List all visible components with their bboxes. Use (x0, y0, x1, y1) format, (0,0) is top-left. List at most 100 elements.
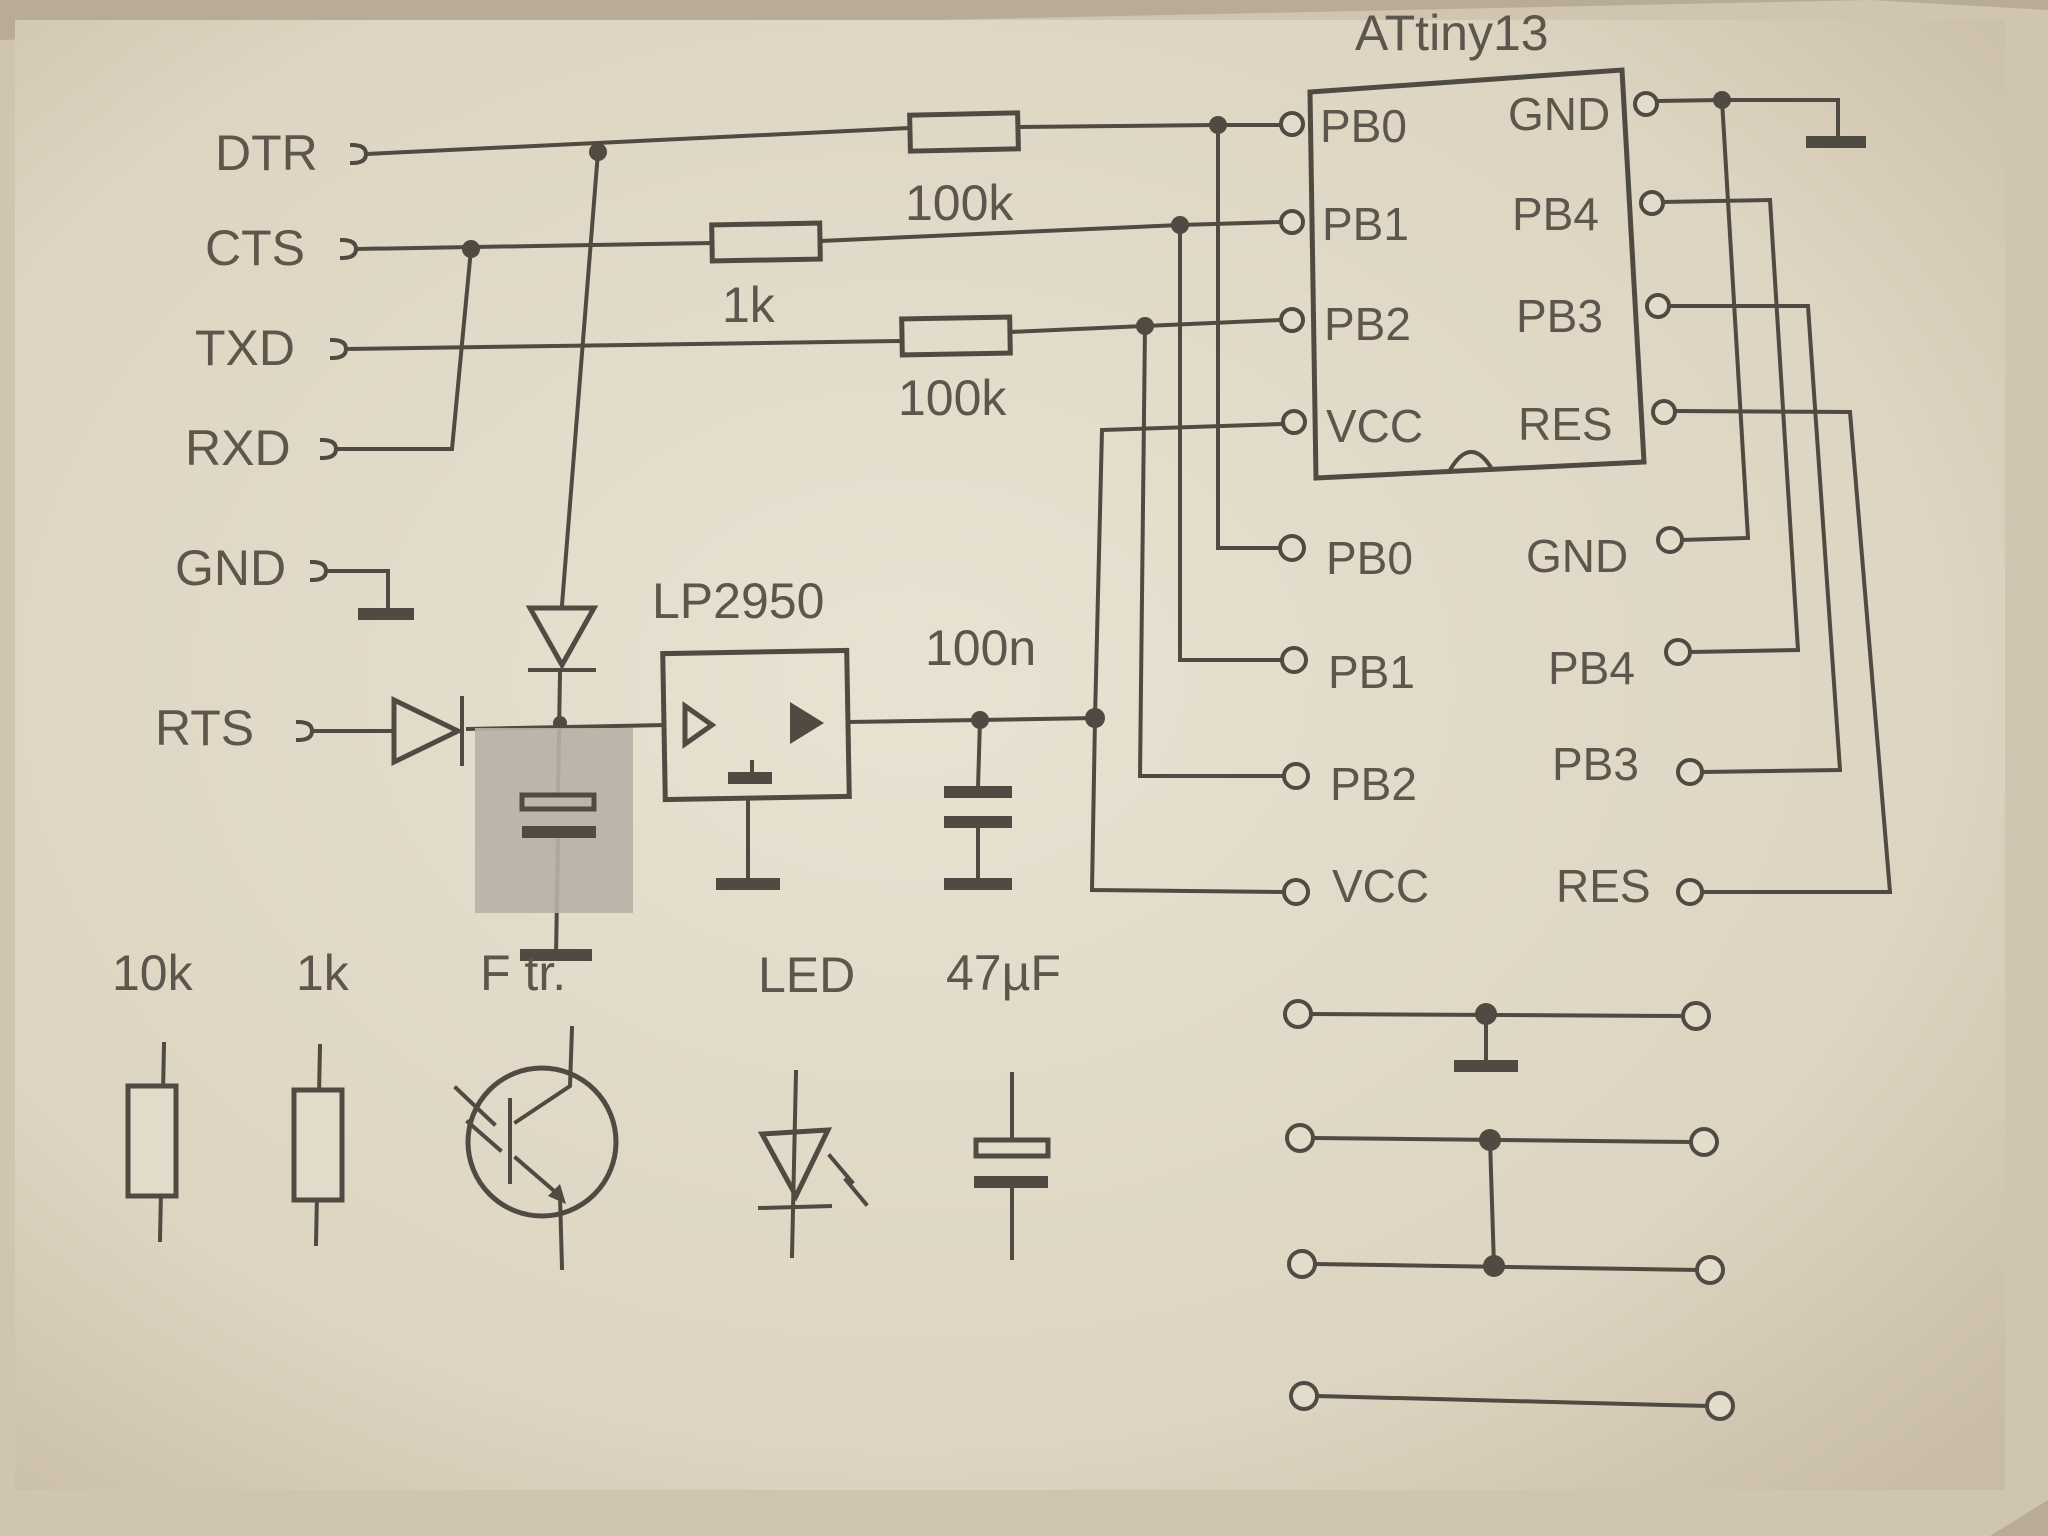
header-pin-pb1 (1280, 646, 1308, 674)
legend-1k-label: 1k (296, 945, 350, 1001)
header-label-pb3: PB3 (1552, 738, 1639, 790)
regulator-out-arrow (790, 702, 824, 744)
header-label-pb1: PB1 (1328, 646, 1415, 698)
header-connector: PB0 PB1 PB2 VCC GND PB4 PB3 RES (1278, 526, 1704, 912)
chip-pin-pb3 (1645, 293, 1671, 319)
junction (462, 240, 480, 258)
phototr-circle (465, 1065, 619, 1219)
txd-label: TXD (195, 320, 295, 376)
phototr-collector (513, 1025, 575, 1125)
legend-10k-label: 10k (112, 945, 194, 1001)
diode-rts (391, 696, 464, 766)
serial-labels: DTR CTS TXD RXD GND RTS (155, 125, 318, 756)
conn-pin (1285, 1123, 1315, 1153)
junction (1209, 116, 1227, 134)
wire-res (1672, 408, 1893, 894)
chip-pin-res (1651, 399, 1677, 425)
capacitor-input (519, 792, 597, 961)
legend-phototr-label: F tr. (480, 945, 566, 1001)
chip-body (1307, 67, 1647, 481)
chip-label-vcc: VCC (1326, 400, 1423, 452)
chip-label-gnd: GND (1508, 88, 1610, 140)
legend-1k-body (291, 1087, 345, 1203)
wire-pb0 (1216, 123, 1280, 550)
chip-label-res: RES (1518, 398, 1613, 450)
header-pin-res (1676, 878, 1704, 906)
junction (589, 143, 607, 161)
wire-pb3 (1667, 304, 1843, 775)
cap-100n-lead (975, 717, 983, 791)
chip-label-pb2: PB2 (1324, 298, 1411, 350)
chip-notch (1447, 450, 1493, 473)
chip-title: ATtiny13 (1355, 5, 1549, 61)
header-pin-gnd (1656, 526, 1684, 554)
chip-pin-pb4 (1639, 190, 1665, 216)
resistor-r3 (899, 314, 1013, 358)
dtr-label: DTR (215, 125, 318, 181)
conn-line (1312, 1261, 1700, 1273)
legend-cap-plate-top (973, 1137, 1051, 1159)
dtr-wire-2 (1015, 123, 1280, 130)
led-lead (789, 1069, 799, 1259)
rxd-label: RXD (185, 420, 291, 476)
chip-pin-pb2 (1279, 307, 1305, 333)
capacitor-100n: 100n (925, 620, 1036, 890)
txd-wire (343, 338, 905, 352)
rxd-wire (334, 246, 474, 451)
regulator-in-arrow (682, 701, 717, 749)
resistor-r1-label: 100k (905, 175, 1014, 231)
cap-plate-top (519, 792, 597, 812)
led-body (757, 1127, 833, 1202)
connection-legend (1283, 999, 1735, 1421)
header-label-vcc: VCC (1332, 860, 1429, 912)
wire-pb1 (1178, 223, 1282, 662)
chip-pin-pb0 (1279, 111, 1305, 137)
chip-label-pb1: PB1 (1322, 198, 1409, 250)
conn-pin (1283, 999, 1313, 1029)
gnd-label: GND (175, 540, 286, 596)
header-pin-pb0 (1278, 534, 1306, 562)
chip-pin-gnd (1633, 91, 1659, 117)
rts-label: RTS (155, 700, 254, 756)
header-pin-pb3 (1676, 758, 1704, 786)
resistor-r1 (907, 110, 1021, 154)
smudge-patch (475, 728, 633, 913)
chip-pin-vcc (1281, 409, 1307, 435)
conn-pin (1689, 1127, 1719, 1157)
junction (553, 716, 567, 730)
phototr-light-1 (453, 1085, 497, 1127)
header-pin-pb2 (1282, 762, 1310, 790)
resistor-r2 (709, 220, 823, 264)
regulator-label: LP2950 (652, 573, 824, 629)
header-label-pb0: PB0 (1326, 532, 1413, 584)
header-label-res: RES (1556, 860, 1651, 912)
wire-vcc (1089, 421, 1286, 895)
legend-led (757, 1069, 869, 1259)
resistor-r3-label: 100k (898, 370, 1007, 426)
legend-10k-body (125, 1083, 179, 1199)
diode-dtr (525, 605, 599, 672)
junction (1171, 216, 1189, 234)
diode-rts-body (391, 696, 464, 766)
dtr-vertical (559, 149, 601, 608)
header-wires (1089, 97, 1893, 895)
wire-pb4 (1660, 197, 1801, 655)
conn-pin (1287, 1249, 1317, 1279)
cts-wire (353, 240, 715, 252)
legend: 10k 1k F tr. LED 47µF (112, 945, 1061, 1271)
chip-gnd-wire (1654, 98, 1840, 142)
wire-pb2 (1137, 323, 1284, 778)
conn-pin (1681, 1001, 1711, 1031)
diode-dtr-body (525, 605, 599, 671)
header-label-pb4: PB4 (1548, 642, 1635, 694)
chip-label-pb4: PB4 (1512, 188, 1599, 240)
cap-100n-label: 100n (925, 620, 1036, 676)
header-pin-pb4 (1664, 638, 1692, 666)
conn-line (1308, 1011, 1686, 1019)
cts-label: CTS (205, 220, 305, 276)
legend-phototransistor (453, 1025, 619, 1271)
chip-label-pb0: PB0 (1320, 100, 1407, 152)
led-light-2 (843, 1177, 869, 1207)
header-label-pb2: PB2 (1330, 758, 1417, 810)
conn-line (1314, 1393, 1710, 1409)
